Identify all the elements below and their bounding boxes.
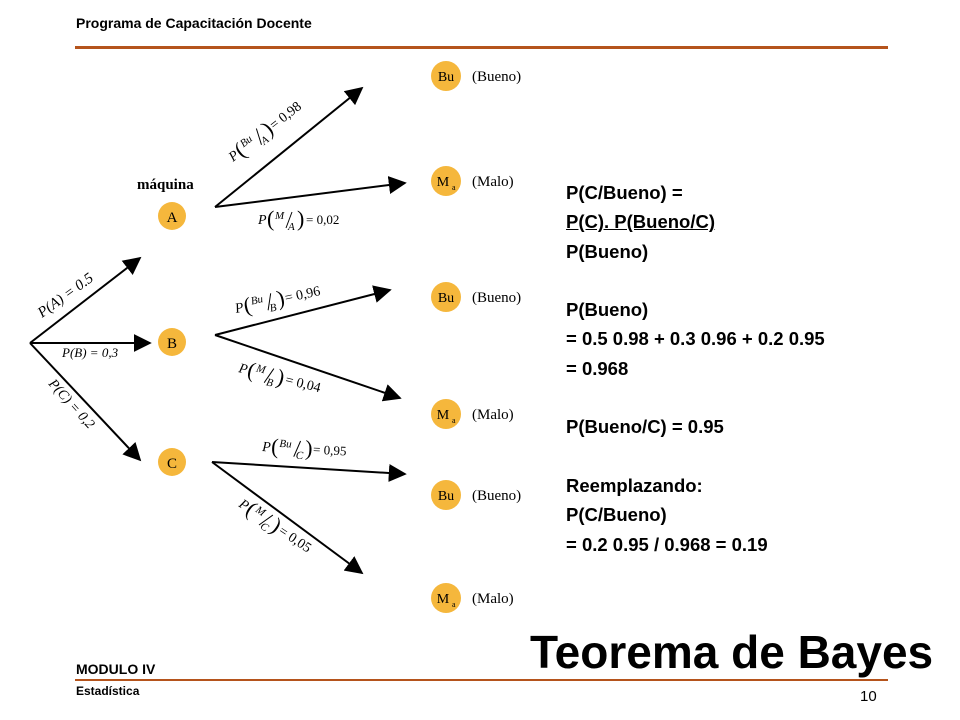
label-c-bad: P ( M C ) = 0,05 [235,496,314,557]
formula-line: = 0.2 0.95 / 0.968 = 0.19 [566,533,768,555]
branch-b-bad [214,334,402,402]
branch-root-a [29,256,142,344]
label-a-good: P ( Bu A ) = 0,98 [225,99,305,166]
formula-line: P(C/Bueno) = [566,182,683,203]
bayes-formula: P(C/Bueno) = P(C). P(Bueno/C) P(Bueno) P… [566,178,825,559]
label-c-good-value: = 0,95 [313,442,347,459]
svg-text:M: M [274,210,285,222]
outcome-c-good: Bu (Bueno) [431,480,521,510]
label-b-bad-value: = 0,04 [284,373,322,396]
outcome-b-bad-abbr: M [437,408,450,423]
svg-text:): ) [297,206,304,231]
svg-text:B: B [269,302,278,315]
prob-c-label: P(C) = 0,2 [44,376,97,432]
label-b-bad: P ( M B ) = 0,04 [236,357,322,396]
svg-text:P: P [257,213,267,228]
outcome-a-bad-sub: a [452,183,456,192]
outcome-b-bad: M a (Malo) [431,399,514,429]
page-number: 10 [860,688,877,705]
branch-a-good [214,86,364,208]
outcome-c-bad-sub: a [452,600,456,609]
label-b-good: P ( Bu B ) = 0,96 [233,284,322,318]
branch-c-good [211,461,407,482]
formula-line: P(Bueno) [566,240,649,262]
label-a-bad-value: = 0,02 [306,212,339,227]
branch-root-c [29,342,142,462]
footer-subject: Estadística [76,684,140,698]
outcome-a-good-abbr: Bu [438,70,454,85]
branch-c-bad [211,461,364,575]
outcome-a-bad-label: (Malo) [472,174,514,190]
outcome-c-good-abbr: Bu [438,489,454,504]
footer-module: MODULO IV [76,661,156,677]
node-a-label: A [167,210,178,226]
footer-rule [75,679,888,681]
outcome-a-good: Bu (Bueno) [431,61,521,91]
prob-b-label: P(B) = 0,3 [61,345,119,360]
svg-text:P: P [261,440,272,456]
prob-a-label: P(A) = 0.5 [34,270,97,322]
svg-text:P: P [236,361,249,378]
formula-line [566,383,825,412]
node-b-label: B [167,336,177,352]
outcome-a-bad: M a (Malo) [431,166,514,196]
formula-line: = 0.968 [566,357,629,379]
svg-text:M: M [254,362,268,376]
label-b-good-value: = 0,96 [284,284,322,306]
formula-line: Reemplazando: [566,474,703,496]
outcome-a-bad-abbr: M [437,175,450,190]
outcome-b-bad-label: (Malo) [472,407,514,423]
header-rule [75,46,888,49]
formula-line: P(C). P(Bueno/C) [566,211,716,233]
branch-b-good [214,285,392,336]
outcome-b-good-abbr: Bu [438,291,454,306]
svg-text:(: ( [271,433,280,458]
formula-line: P(Bueno) [566,299,649,321]
label-a-good-value: = 0,98 [267,99,305,133]
outcome-c-bad-label: (Malo) [472,591,514,607]
formula-line: P(C/Bueno) [566,504,667,526]
outcome-b-good-label: (Bueno) [472,290,521,306]
node-c-label: C [167,456,177,472]
outcome-b-good: Bu (Bueno) [431,282,521,312]
outcome-a-good-label: (Bueno) [472,69,521,85]
svg-text:(: ( [267,206,274,231]
svg-text:P: P [233,300,246,317]
node-b [158,328,186,356]
svg-text:A: A [287,221,295,233]
header-title: Programa de Capacitación Docente [76,15,312,31]
svg-text:Bu: Bu [279,438,292,451]
label-c-good: P ( Bu C ) = 0,95 [261,433,347,462]
formula-line: P(Bueno/C) = 0.95 [566,416,724,438]
outcome-b-bad-sub: a [452,416,456,425]
outcome-c-bad: M a (Malo) [431,583,514,613]
outcome-c-bad-abbr: M [437,592,450,607]
branch-a-bad [214,176,407,208]
svg-text:Bu: Bu [250,293,265,307]
formula-line: = 0.5 0.98 + 0.3 0.96 + 0.2 0.95 [566,328,825,350]
label-c-bad-value: = 0,05 [276,524,314,557]
node-a [158,202,186,230]
svg-text:): ) [305,435,314,460]
outcome-c-good-label: (Bueno) [472,488,521,504]
label-a-bad: P ( M A ) = 0,02 [257,206,339,233]
machine-label: máquina [137,177,194,193]
svg-text:C: C [295,450,304,462]
formula-line [566,266,825,295]
svg-text:B: B [265,376,275,389]
formula-line [566,442,825,471]
slide-title: Teorema de Bayes [530,626,934,678]
node-c [158,448,186,476]
